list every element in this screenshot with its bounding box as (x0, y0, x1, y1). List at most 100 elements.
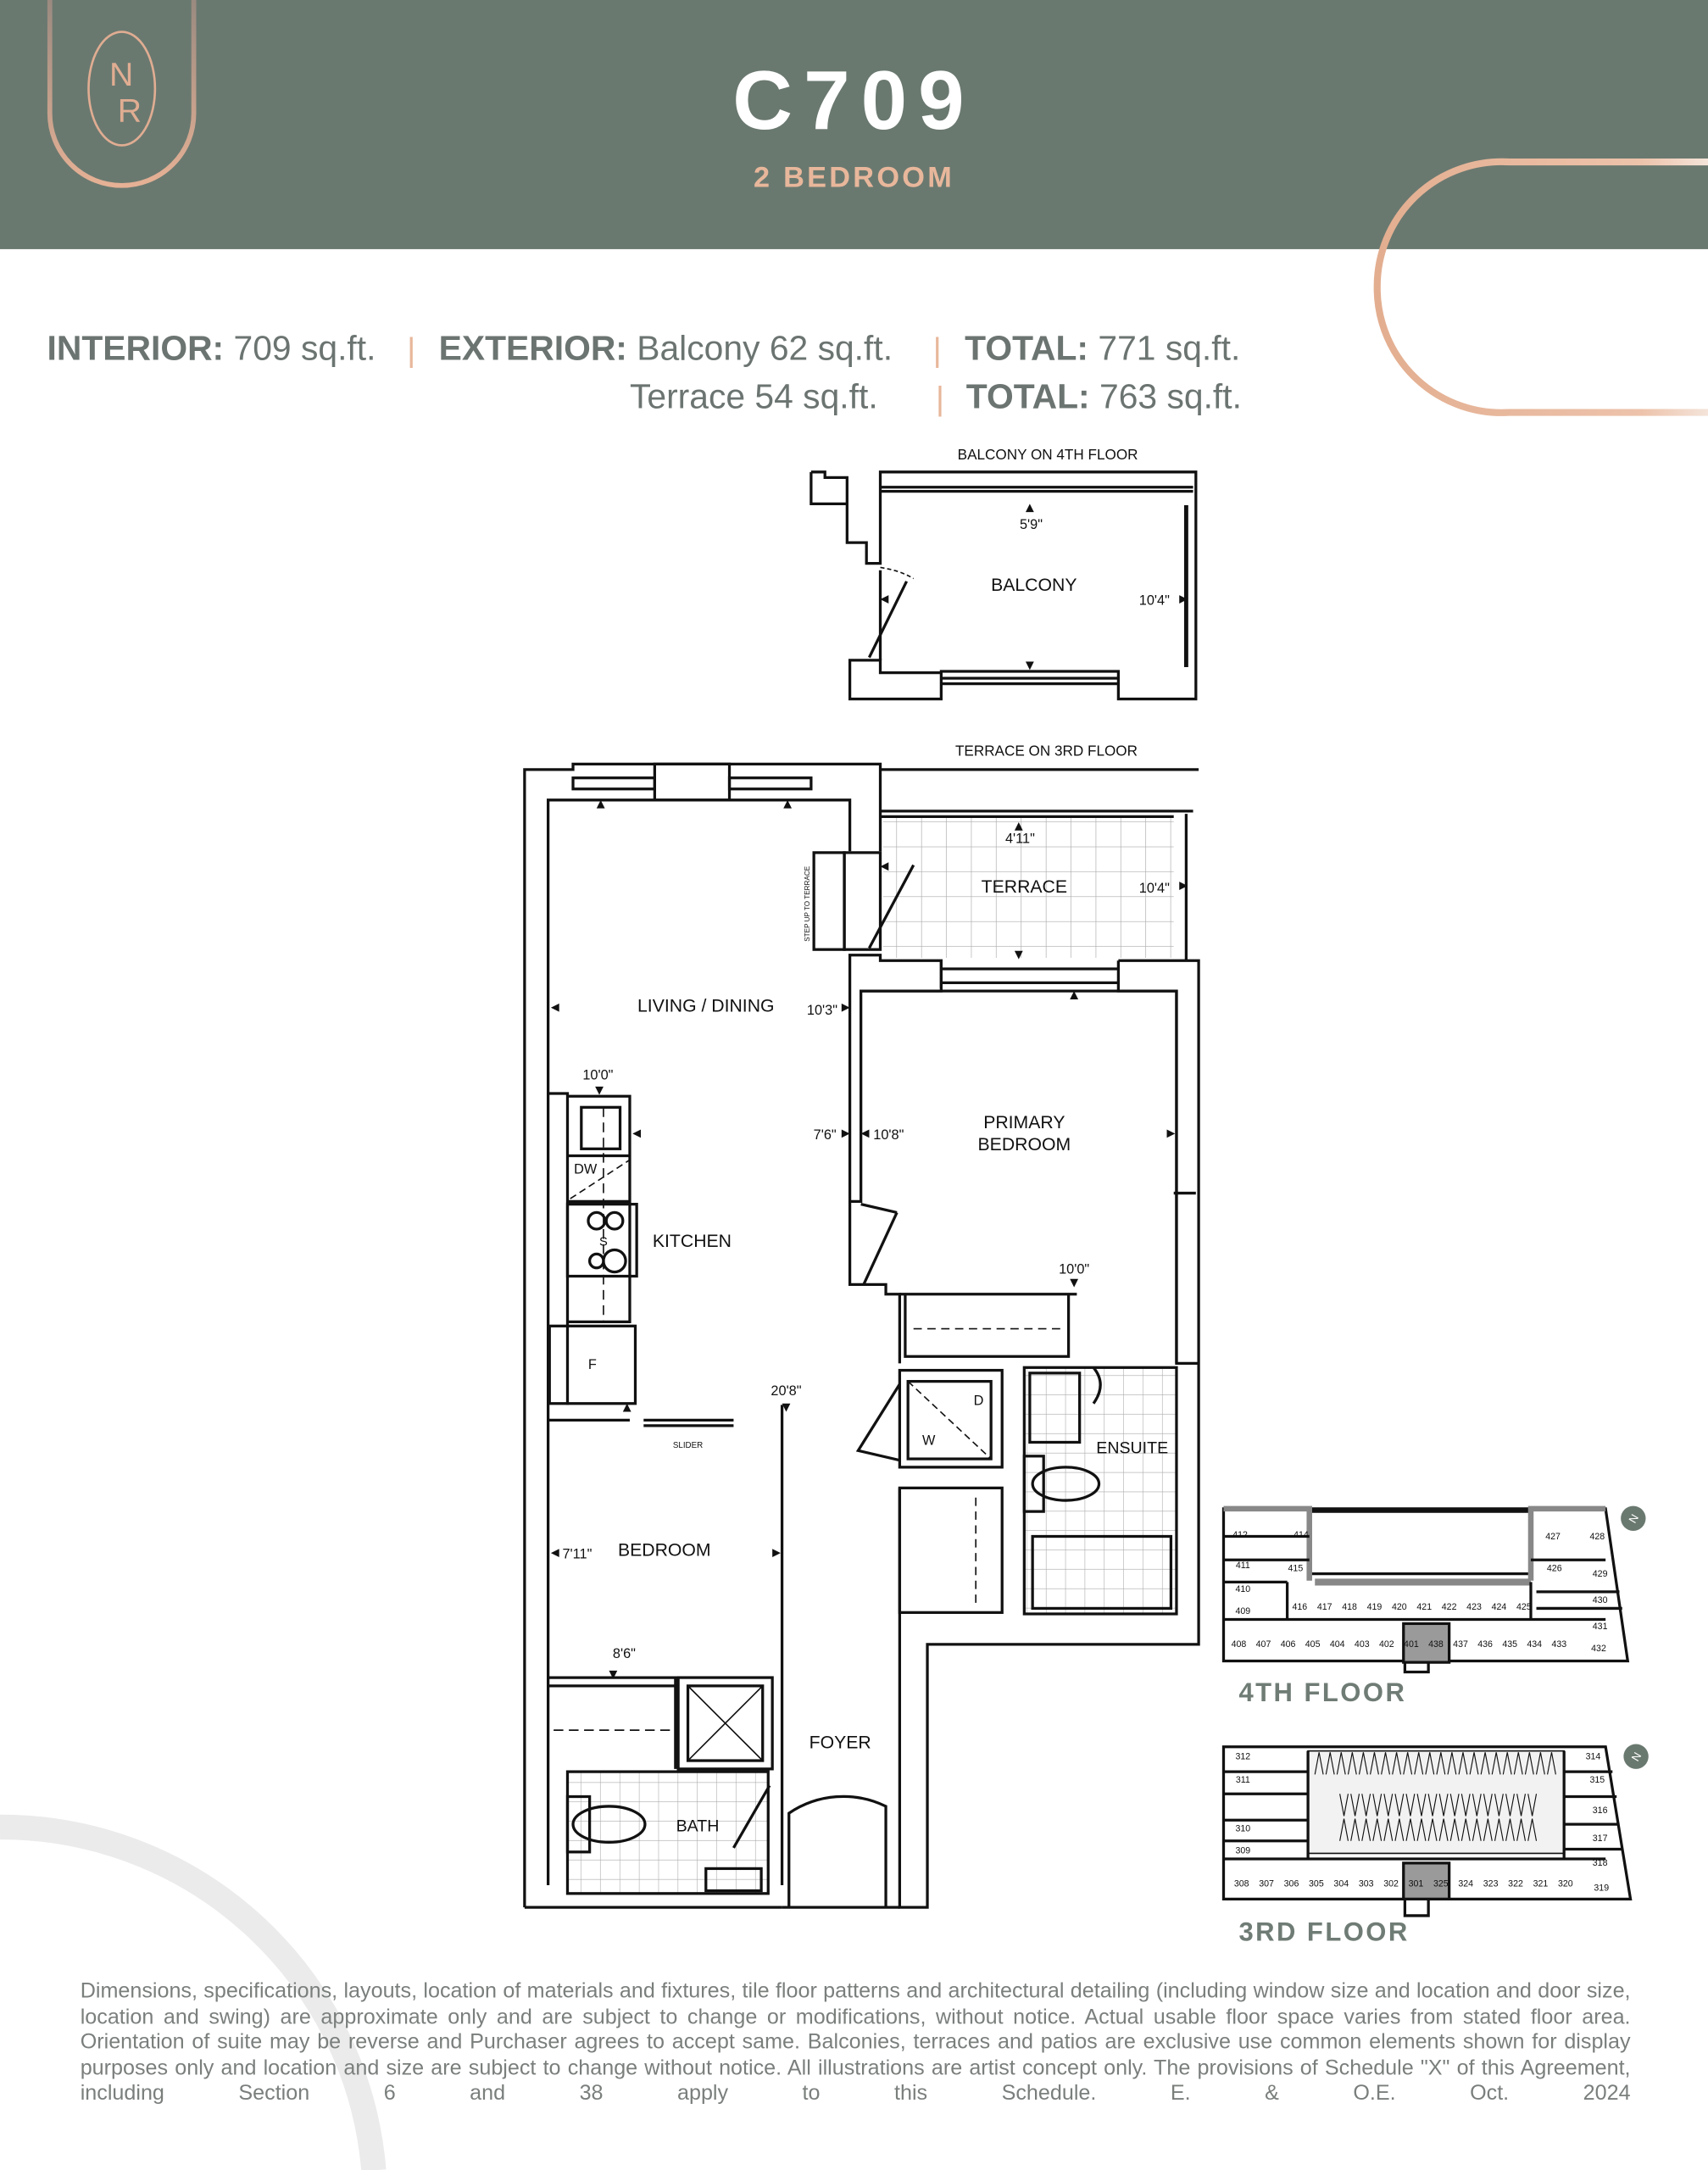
unit-number: 403 (1355, 1639, 1370, 1650)
room-labels: BALCONY ON 4TH FLOOR 5'9" BALCONY 10'4" … (562, 446, 1170, 1835)
parking-stall (1502, 1752, 1512, 1775)
unit-number: 433 (1551, 1639, 1566, 1650)
dim: 10'0" (582, 1068, 613, 1083)
unit-number: 428 (1590, 1532, 1605, 1542)
parking-stall (1394, 1794, 1405, 1841)
separator: | (932, 331, 942, 370)
unit-number: 417 (1317, 1602, 1332, 1612)
parking-stall (1436, 1752, 1446, 1775)
primary-bedroom-label: PRIMARY (983, 1113, 1065, 1132)
key-plan-4th (1221, 1505, 1630, 1674)
living-dining-label: LIVING / DINING (637, 997, 775, 1016)
unit-number: 316 (1593, 1806, 1608, 1816)
unit-number: 412 (1232, 1530, 1248, 1540)
unit-number: 402 (1379, 1639, 1394, 1650)
unit-number: 314 (1586, 1751, 1601, 1761)
unit-number: 414 (1294, 1530, 1309, 1540)
parking-stall (1516, 1794, 1527, 1841)
dim: 10'4" (1139, 593, 1170, 609)
dim: 10'8" (873, 1127, 904, 1143)
washer-label: W (922, 1433, 936, 1449)
parking-stall (1350, 1794, 1360, 1841)
unit-number: 425 (1516, 1602, 1532, 1612)
unit-number: 311 (1236, 1775, 1250, 1785)
key-plan-4th-label: 4TH FLOOR (1238, 1678, 1407, 1708)
bedroom-label: BEDROOM (618, 1540, 711, 1560)
unit-number: 435 (1502, 1639, 1517, 1650)
parking-stall (1527, 1794, 1538, 1841)
stove-label: S (599, 1236, 608, 1249)
compass-icon: N (1623, 1744, 1649, 1769)
parking-stall (1494, 1794, 1504, 1841)
parking-stall (1370, 1752, 1379, 1775)
parking-stall (1383, 1794, 1394, 1841)
dryer-label: D (974, 1393, 984, 1408)
unit-number: 307 (1259, 1879, 1274, 1889)
unit-number: 302 (1383, 1879, 1399, 1889)
unit-number: 411 (1236, 1561, 1250, 1571)
unit-number: 427 (1545, 1532, 1561, 1542)
slider-label: SLIDER (673, 1441, 703, 1450)
unit-number: 436 (1477, 1639, 1493, 1650)
parking-stall (1372, 1794, 1383, 1841)
key-plan-3rd-label: 3RD FLOOR (1238, 1918, 1410, 1948)
parking-stall (1458, 1752, 1468, 1775)
unit-number: 308 (1234, 1879, 1249, 1889)
total-terrace-area: TOTAL: 763 sq.ft. (965, 377, 1242, 417)
unit-number: 430 (1593, 1595, 1608, 1605)
dim: 20'8" (771, 1383, 801, 1399)
unit-number: 437 (1453, 1639, 1468, 1650)
parking-stall (1403, 1752, 1413, 1775)
dim: 5'9" (1020, 517, 1043, 532)
unit-number: 401 (1404, 1639, 1419, 1650)
unit-number: 421 (1416, 1602, 1432, 1612)
separator: | (935, 381, 945, 419)
bottom-arc (0, 1814, 387, 2170)
unit-number: 315 (1590, 1775, 1605, 1785)
unit-number: 438 (1428, 1639, 1444, 1650)
unit-number: 319 (1594, 1883, 1609, 1894)
parking-stall (1547, 1752, 1556, 1775)
unit-number: 301 (1409, 1879, 1424, 1889)
separator: | (407, 331, 416, 370)
outer-wall (523, 762, 882, 1908)
balcony-outline (809, 470, 1198, 1195)
unit-number: 423 (1466, 1602, 1482, 1612)
dim: 7'6" (814, 1127, 837, 1143)
unit-title: C709 (732, 53, 976, 147)
parking-stall (1480, 1752, 1490, 1775)
unit-number: 304 (1333, 1879, 1349, 1889)
total-balcony-area: TOTAL: 771 sq.ft. (965, 329, 1241, 369)
dim: 10'3" (807, 1003, 837, 1018)
parking-stall (1392, 1752, 1402, 1775)
unit-number: 422 (1442, 1602, 1457, 1612)
unit-number: 317 (1593, 1833, 1608, 1844)
parking-stall (1535, 1752, 1545, 1775)
unit-number: 407 (1256, 1639, 1271, 1650)
unit-number: 409 (1235, 1606, 1250, 1616)
unit-number: 424 (1492, 1602, 1507, 1612)
parking-stall (1460, 1794, 1471, 1841)
unit-number: 418 (1342, 1602, 1357, 1612)
unit-type: 2 BEDROOM (753, 162, 955, 194)
primary-bedroom-label: BEDROOM (978, 1135, 1071, 1155)
dim: 7'11" (562, 1547, 592, 1562)
unit-number: 408 (1232, 1639, 1247, 1650)
parking-stall (1361, 1794, 1371, 1841)
key-plan-3rd (1221, 1745, 1633, 1917)
parking-stall (1414, 1752, 1424, 1775)
unit-number: 405 (1305, 1639, 1321, 1650)
logo: N R (47, 0, 197, 188)
parking-stall (1505, 1794, 1515, 1841)
terrace-outline (880, 768, 1199, 961)
bath-label: BATH (676, 1817, 720, 1835)
unit-number: 322 (1508, 1879, 1523, 1889)
unit-number: 429 (1593, 1569, 1608, 1579)
unit-number: 306 (1284, 1879, 1299, 1889)
dim: 10'4" (1139, 881, 1170, 896)
unit-number: 420 (1392, 1602, 1407, 1612)
svg-text:R: R (118, 93, 142, 130)
parking-stall (1483, 1794, 1493, 1841)
disclaimer: Dimensions, specifications, layouts, loc… (80, 1979, 1631, 2106)
